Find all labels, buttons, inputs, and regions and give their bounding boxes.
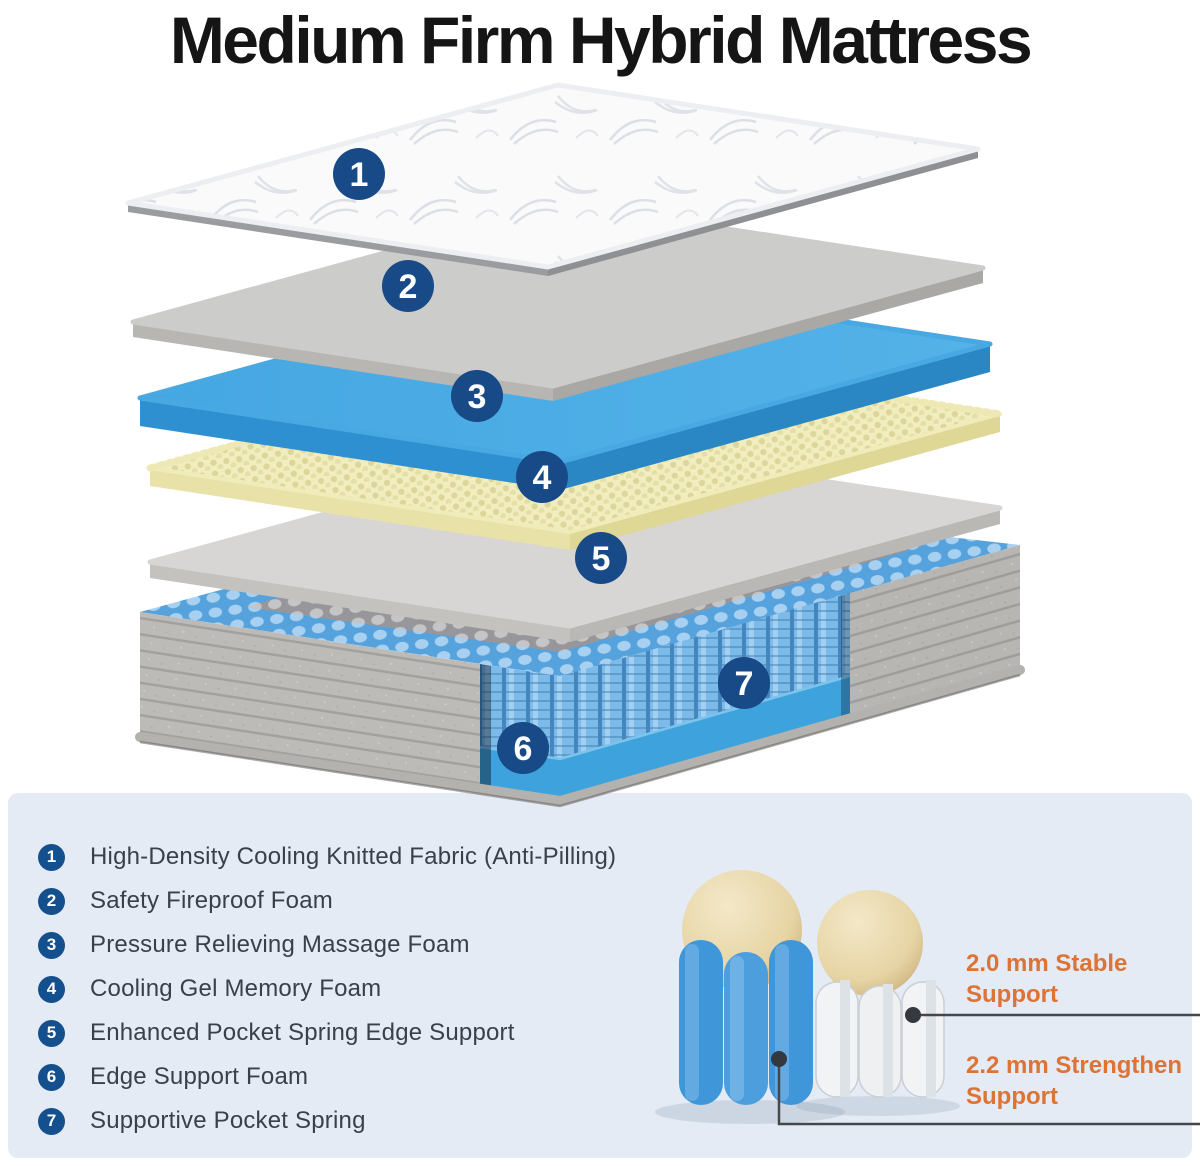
layer1-knitted-fabric-graphic	[125, 82, 981, 276]
cut-shadow-left	[480, 664, 491, 791]
legend-number-badge: 7	[38, 1107, 65, 1135]
legend-panel	[8, 793, 1192, 1158]
svg-text:2: 2	[399, 268, 418, 306]
blue-pocket-springs	[679, 940, 813, 1105]
legend-item-label: Enhanced Pocket Spring Edge Support	[90, 1019, 515, 1046]
legend-number-badge: 1	[38, 843, 65, 871]
legend-number-badge: 4	[38, 975, 65, 1003]
edge-fabric-right-wall	[850, 545, 1020, 718]
svg-text:6: 6	[514, 730, 533, 768]
callout-badge-7: 7	[718, 657, 770, 709]
legend-item-3: 3 Pressure Relieving Massage Foam	[38, 931, 708, 959]
callout-badge-6: 6	[497, 722, 549, 774]
callout-badge-4: 4	[516, 451, 568, 503]
legend-number-badge: 3	[38, 931, 65, 959]
layer1-top	[125, 82, 981, 270]
callout-badge-5: 5	[575, 532, 627, 584]
legend-item-label: High-Density Cooling Knitted Fabric (Ant…	[90, 843, 617, 870]
layer2-side-left	[133, 322, 553, 401]
layer3-side-left	[140, 398, 560, 490]
pressure-ball-white	[817, 890, 923, 996]
edge-support-foam-strip	[480, 676, 850, 801]
layer3-side-right	[560, 344, 990, 490]
stable-support-line1: 2.0 mm Stable	[966, 950, 1128, 977]
legend-list: 1 High-Density Cooling Knitted Fabric (A…	[8, 793, 708, 1135]
stable-support-line2: Support	[966, 981, 1058, 1008]
blue-spring-shadow	[655, 1100, 845, 1124]
svg-text:1: 1	[350, 156, 369, 194]
legend-item-label: Edge Support Foam	[90, 1063, 309, 1090]
bottom-piping-shadow	[139, 673, 1021, 808]
legend-item-1: 1 High-Density Cooling Knitted Fabric (A…	[38, 843, 708, 871]
callout-badge-1: 1	[333, 148, 385, 200]
stable-support-label: 2.0 mm Stable Support	[966, 948, 1127, 1010]
page-title: Medium Firm Hybrid Mattress	[169, 3, 1033, 77]
callout-badge-2: 2	[382, 260, 434, 312]
strengthen-support-line2: Support	[966, 1083, 1058, 1110]
strengthen-support-label: 2.2 mm Strengthen Support	[966, 1050, 1182, 1112]
svg-text:4: 4	[533, 459, 552, 497]
layer5-side-right	[570, 508, 1000, 642]
legend-item-label: Safety Fireproof Foam	[90, 887, 333, 914]
legend-item-label: Cooling Gel Memory Foam	[90, 975, 382, 1002]
layer5-side-left	[150, 562, 570, 642]
legend-item-4: 4 Cooling Gel Memory Foam	[38, 975, 708, 1003]
edge-fabric-left-wall	[140, 612, 480, 789]
legend-item-2: 2 Safety Fireproof Foam	[38, 887, 708, 915]
white-pocket-springs	[815, 980, 945, 1098]
white-spring-shadow	[796, 1096, 960, 1116]
legend-item-label: Pressure Relieving Massage Foam	[90, 931, 470, 958]
layer4-side-right	[570, 414, 1000, 550]
legend-item-7: 7 Supportive Pocket Spring	[38, 1107, 708, 1135]
svg-text:5: 5	[592, 540, 611, 578]
callout-line-strengthen	[771, 1051, 1200, 1126]
cut-shadow-right	[841, 593, 850, 721]
legend-number-badge: 5	[38, 1019, 65, 1047]
spring-detail-illustration	[655, 870, 1200, 1126]
layer2-fireproof-foam-graphic	[130, 201, 986, 401]
cutaway-spring-columns	[480, 593, 850, 759]
legend-item-label: Supportive Pocket Spring	[90, 1107, 366, 1134]
svg-text:7: 7	[735, 665, 754, 703]
legend-number-badge: 6	[38, 1063, 65, 1091]
callout-badge-3: 3	[451, 370, 503, 422]
bottom-piping	[135, 665, 1025, 806]
layer4-side-left	[150, 468, 570, 550]
legend-item-6: 6 Edge Support Foam	[38, 1063, 708, 1091]
mattress-exploded-diagram: 1 2 3 4 5 6 7	[125, 82, 1025, 808]
callout-line-stable	[905, 1007, 1200, 1023]
legend-item-5: 5 Enhanced Pocket Spring Edge Support	[38, 1019, 708, 1047]
svg-text:3: 3	[468, 378, 487, 416]
layer2-side-right	[553, 268, 983, 401]
legend-number-badge: 2	[38, 887, 65, 915]
strengthen-support-line1: 2.2 mm Strengthen	[966, 1052, 1183, 1079]
